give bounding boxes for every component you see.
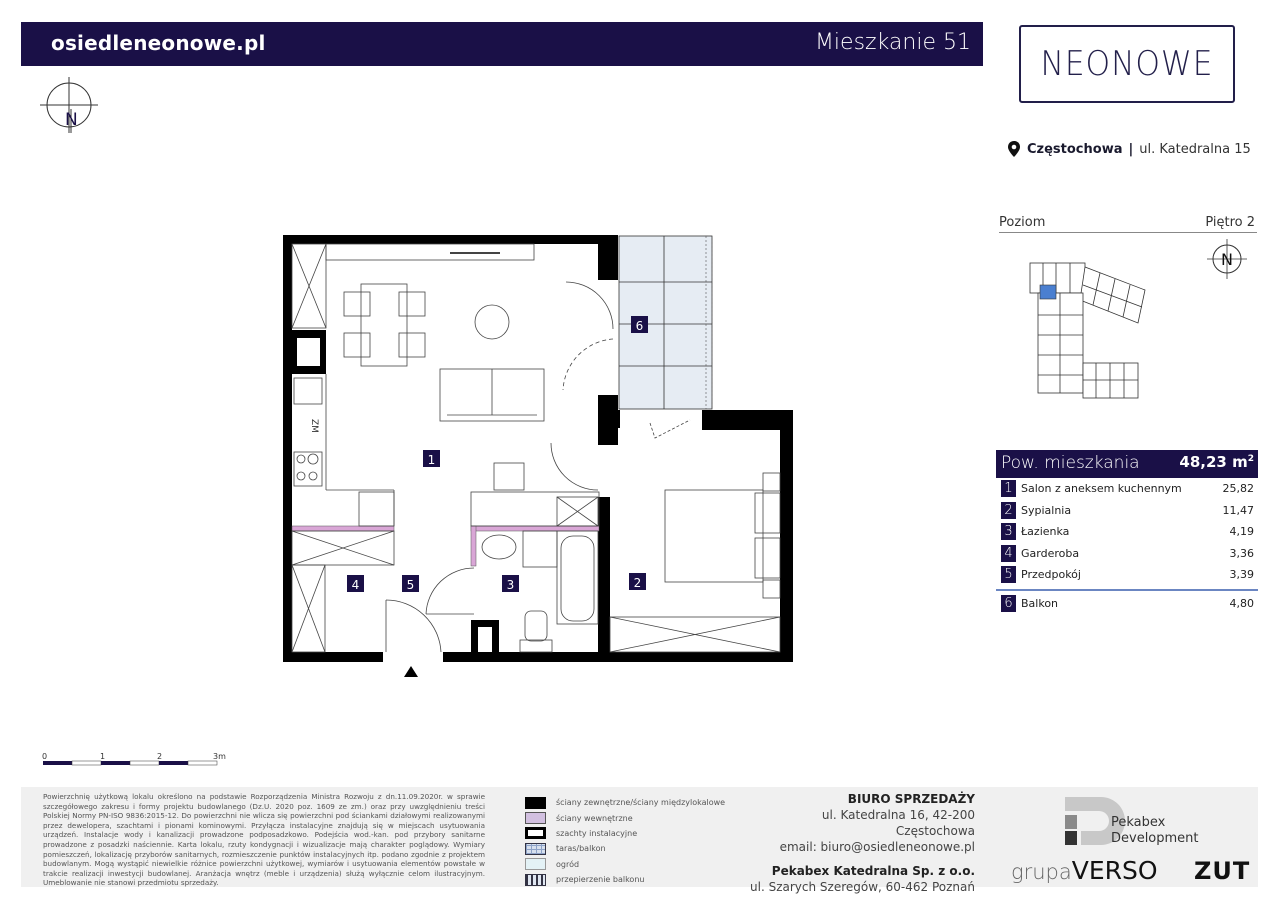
zut-logo: ZUT	[1194, 857, 1251, 885]
room-name: Przedpokój	[1021, 568, 1081, 581]
garden-swatch-icon	[525, 858, 546, 871]
svg-text:N: N	[1221, 250, 1233, 269]
header-bar: osiedleneonowe.pl Mieszkanie 51	[21, 22, 983, 66]
street: ul. Katedralna 15	[1139, 141, 1251, 157]
neonowe-logo: NEONOWE	[1019, 25, 1235, 103]
svg-text:N: N	[65, 110, 78, 130]
pekabex-logo-text: Pekabex Development	[1111, 815, 1199, 846]
shaft-swatch-icon	[525, 827, 546, 840]
area-table: Pow. mieszkania 48,23 m2 1 Salon z aneks…	[996, 450, 1258, 614]
exterior-wall-swatch-icon	[525, 796, 546, 809]
legend-item: ściany wewnętrzne	[525, 810, 740, 825]
highlighted-unit	[1039, 284, 1057, 300]
svg-text:6: 6	[636, 319, 644, 333]
svg-text:2: 2	[157, 752, 162, 761]
room-number-badge: 6	[1001, 594, 1016, 612]
sales-office: BIURO SPRZEDAŻY ul. Katedralna 16, 42-20…	[741, 791, 975, 895]
entrance-arrow-icon	[404, 666, 418, 677]
svg-text:3m: 3m	[213, 752, 226, 761]
room-area: 4,19	[1229, 525, 1255, 538]
room-number-badge: 3	[1001, 523, 1016, 540]
sales-address: ul. Katedralna 16, 42-200 Częstochowa	[821, 808, 975, 838]
address-separator: |	[1128, 141, 1134, 157]
room-area: 3,36	[1229, 546, 1255, 560]
building-key-plan	[1029, 262, 1146, 399]
verso-logo: grupaVERSO	[1011, 856, 1158, 885]
area-row: 3 Łazienka 4,19	[996, 521, 1258, 543]
room-area: 4,80	[1229, 596, 1255, 610]
legend-item: taras/balkon	[525, 841, 740, 856]
svg-text:0: 0	[42, 752, 47, 761]
svg-text:4: 4	[352, 578, 360, 592]
room-number-badge: 4	[1001, 544, 1016, 562]
area-row: 1 Salon z aneksem kuchennym 25,82	[996, 478, 1258, 500]
area-row: 5 Przedpokój 3,39	[996, 564, 1258, 586]
address: Częstochowa | ul. Katedralna 15	[1007, 141, 1251, 157]
city: Częstochowa	[1027, 141, 1123, 157]
partner-logos: Pekabex Development grupaVERSO ZUT	[1011, 795, 1251, 885]
room-name: Garderoba	[1021, 546, 1080, 560]
level-value: Piętro 2	[1205, 215, 1255, 230]
svg-text:ZM: ZM	[309, 419, 319, 433]
sales-email[interactable]: email: biuro@osiedleneonowe.pl	[779, 840, 975, 854]
floor-plan: 1 2 3 4 5 6 ZM	[283, 235, 793, 677]
room-number-badge: 5	[1001, 566, 1016, 583]
unit-title: Mieszkanie 51	[814, 30, 971, 55]
room-area: 25,82	[1222, 482, 1255, 495]
legend-item: ogród	[525, 857, 740, 872]
legend-item: ściany zewnętrzne/ściany międzylokalowe	[525, 795, 740, 810]
svg-text:5: 5	[407, 578, 415, 592]
scale-bar: 0 1 2 3m	[42, 752, 226, 766]
area-divider	[996, 588, 1258, 591]
area-row: 2 Sypialnia 11,47	[996, 500, 1258, 522]
site-url[interactable]: osiedleneonowe.pl	[51, 31, 266, 55]
level-header: Poziom Piętro 2	[999, 215, 1257, 233]
area-row: 4 Garderoba 3,36	[996, 543, 1258, 565]
room-labels: 1 2 3 4 5 6	[347, 316, 648, 592]
legend-item: przepierzenie balkonu	[525, 872, 740, 887]
area-table-header: Pow. mieszkania 48,23 m2	[996, 450, 1258, 478]
balcony-swatch-icon	[525, 842, 546, 855]
level-label: Poziom	[999, 215, 1046, 230]
company-name: Pekabex Katedralna Sp. z o.o.	[771, 864, 975, 878]
balcony-partition-swatch-icon	[525, 873, 546, 886]
svg-text:2: 2	[634, 576, 642, 590]
logo-text: NEONOWE	[1040, 44, 1214, 84]
room-area: 11,47	[1222, 503, 1255, 517]
room-area: 3,39	[1229, 568, 1255, 581]
area-total: 48,23 m2	[1179, 453, 1254, 471]
svg-text:1: 1	[100, 752, 105, 761]
north-compass-icon: N	[40, 77, 98, 133]
legend: ściany zewnętrzne/ściany międzylokalowe …	[525, 795, 740, 887]
disclaimer-text: Powierzchnię użytkową lokalu określono n…	[43, 792, 485, 888]
area-title: Pow. mieszkania	[1001, 453, 1140, 473]
room-name: Sypialnia	[1021, 503, 1072, 517]
area-row-balcony: 6 Balkon 4,80	[996, 593, 1258, 615]
svg-text:1: 1	[428, 453, 436, 467]
footer: Powierzchnię użytkową lokalu określono n…	[21, 787, 1258, 894]
svg-text:3: 3	[507, 578, 515, 592]
sales-title: BIURO SPRZEDAŻY	[847, 792, 975, 806]
legend-item: szachty instalacyjne	[525, 826, 740, 841]
interior-wall-swatch-icon	[525, 812, 546, 825]
company-address: ul. Szarych Szeregów, 60-462 Poznań	[750, 880, 975, 894]
room-name: Balkon	[1021, 596, 1059, 610]
room-name: Łazienka	[1021, 525, 1070, 538]
room-number-badge: 1	[1001, 480, 1016, 497]
pekabex-logo-icon	[1065, 797, 1125, 845]
map-pin-icon	[1008, 141, 1020, 157]
room-name: Salon z aneksem kuchennym	[1021, 482, 1182, 495]
room-number-badge: 2	[1001, 501, 1016, 519]
mini-north-compass-icon: N	[1207, 239, 1247, 279]
